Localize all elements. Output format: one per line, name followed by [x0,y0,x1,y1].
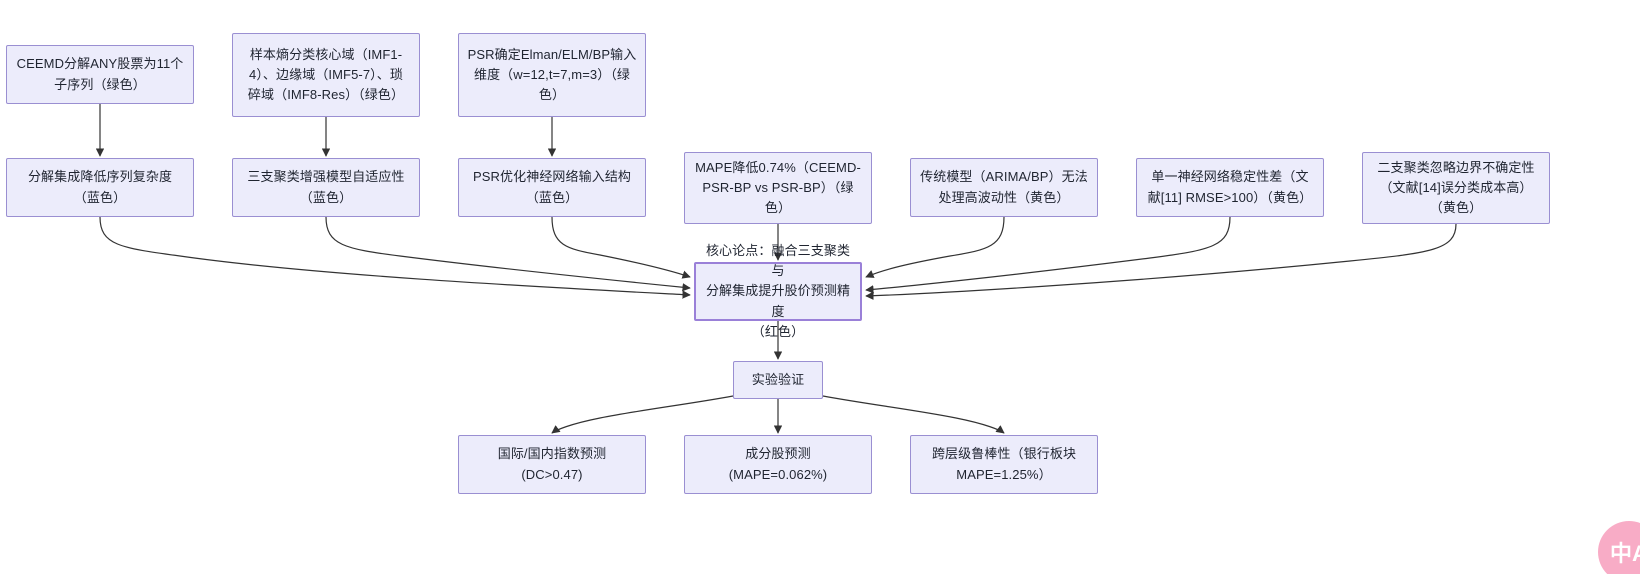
node-psr-optimizes-network-input[interactable]: PSR优化神经网络输入结构 （蓝色） [458,158,646,217]
node-core-claim[interactable]: 核心论点：融合三支聚类与 分解集成提升股价预测精度 （红色） [694,243,862,339]
watermark-badge: 中A [1598,521,1640,574]
node-label: 跨层级鲁棒性（银行板块 MAPE=1.25%） [931,446,1077,482]
node-two-way-clustering-limitation[interactable]: 二支聚类忽略边界不确定性 （文献[14]误分类成本高） （黄色） [1362,152,1550,224]
node-sample-entropy-classify[interactable]: 样本熵分类核心域（IMF1- 4）、边缘域（IMF5-7）、琐 碎域（IMF8-… [232,33,420,117]
node-label: 分解集成降低序列复杂度 （蓝色） [27,169,173,205]
edge-decomp-to-core [99,216,691,299]
node-label: 单一神经网络稳定性差（文 献[11] RMSE>100）（黄色） [1147,169,1313,205]
node-label: PSR确定Elman/ELM/BP输入 维度（w=12,t=7,m=3）（绿 色… [467,46,637,103]
edge-psropt-to-core [551,216,691,279]
node-psr-input-dimension[interactable]: PSR确定Elman/ELM/BP输入 维度（w=12,t=7,m=3）（绿 色… [458,33,646,117]
node-label: 核心论点：融合三支聚类与 分解集成提升股价预测精度 （红色） [705,243,851,339]
node-decomposition-reduces-complexity[interactable]: 分解集成降低序列复杂度 （蓝色） [6,158,194,217]
node-label: 实验验证 [751,371,805,387]
node-label: PSR优化神经网络输入结构 （蓝色） [472,169,632,205]
edge-experiment-to-robust [822,395,1005,434]
node-label: 国际/国内指数预测 (DC>0.47) [497,446,607,482]
node-label: CEEMD分解ANY股票为11个 子序列（绿色） [16,56,184,92]
node-constituent-stock-forecast[interactable]: 成分股预测 (MAPE=0.062%) [684,435,872,494]
node-index-forecast[interactable]: 国际/国内指数预测 (DC>0.47) [458,435,646,494]
watermark-label: 中A [1610,541,1640,566]
node-three-way-clustering-adaptivity[interactable]: 三支聚类增强模型自适应性 （蓝色） [232,158,420,217]
node-mape-reduction[interactable]: MAPE降低0.74%（CEEMD- PSR-BP vs PSR-BP）（绿 色… [684,152,872,224]
edge-singlenn-to-core [865,216,1231,294]
node-experiment-validation[interactable]: 实验验证 [733,361,823,399]
node-traditional-model-limitation[interactable]: 传统模型（ARIMA/BP）无法 处理高波动性（黄色） [910,158,1098,217]
node-label: 成分股预测 (MAPE=0.062%) [728,446,828,482]
edge-threeway-to-core [325,216,691,292]
node-label: 样本熵分类核心域（IMF1- 4）、边缘域（IMF5-7）、琐 碎域（IMF8-… [247,46,405,103]
node-label: 二支聚类忽略边界不确定性 （文献[14]误分类成本高） （黄色） [1377,159,1535,216]
edge-traditional-to-core [865,216,1005,278]
node-label: 传统模型（ARIMA/BP）无法 处理高波动性（黄色） [920,169,1088,205]
node-label: 三支聚类增强模型自适应性 （蓝色） [247,169,405,205]
node-cross-level-robustness[interactable]: 跨层级鲁棒性（银行板块 MAPE=1.25%） [910,435,1098,494]
node-single-network-instability[interactable]: 单一神经网络稳定性差（文 献[11] RMSE>100）（黄色） [1136,158,1324,217]
node-label: MAPE降低0.74%（CEEMD- PSR-BP vs PSR-BP）（绿 色… [695,159,861,216]
edge-twoway-to-core [865,223,1457,300]
node-ceemd-decompose[interactable]: CEEMD分解ANY股票为11个 子序列（绿色） [6,45,194,104]
edge-experiment-to-index [551,395,734,434]
